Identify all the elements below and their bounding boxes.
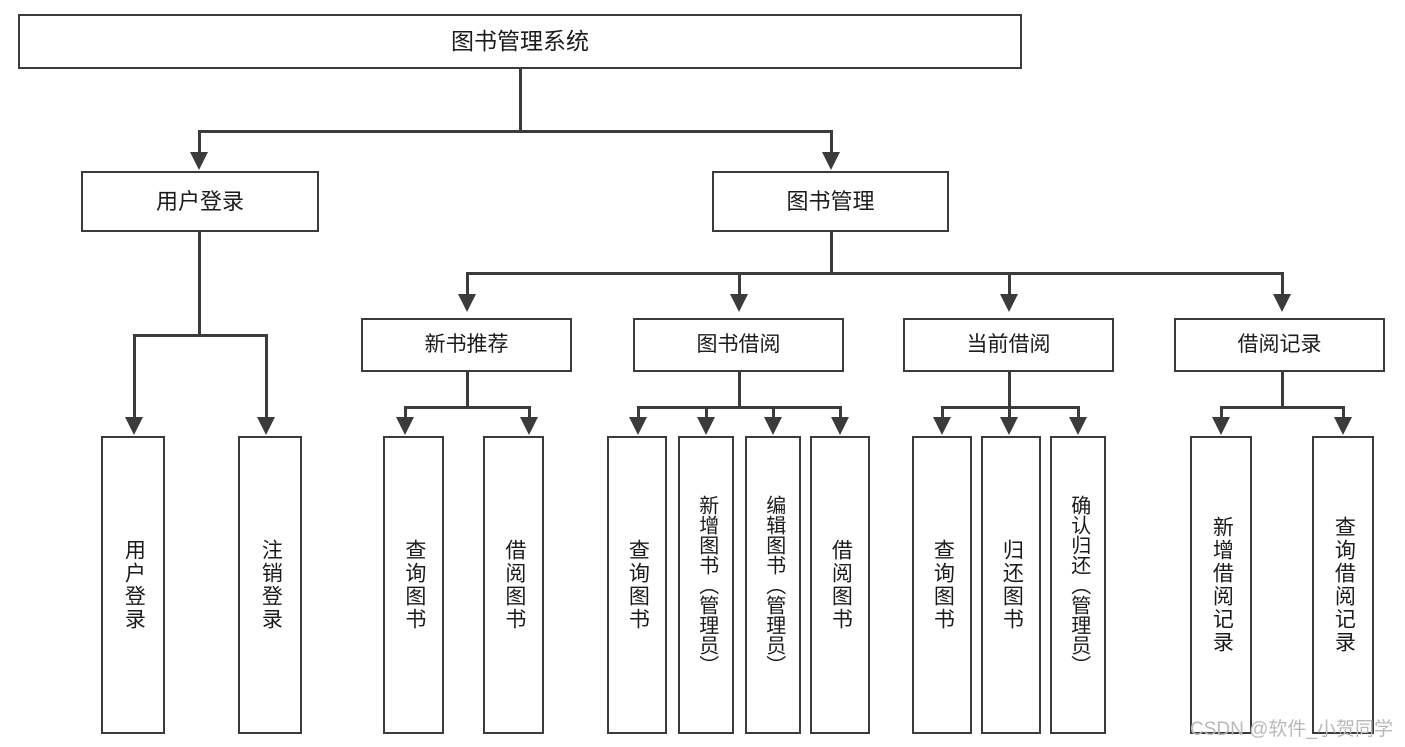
connector-to-leaf-logout bbox=[265, 334, 268, 419]
connector-level2-bus bbox=[466, 272, 1284, 275]
connector-user-login-stem bbox=[198, 232, 201, 336]
connector-new-book-rec-stem bbox=[466, 372, 469, 408]
node-book-management[interactable]: 图书管理 bbox=[712, 171, 949, 232]
connector-borrow-record-stem bbox=[1281, 372, 1284, 408]
connector-cb-child-2 bbox=[1008, 406, 1011, 420]
arrowhead-cb-child-1 bbox=[933, 417, 951, 435]
arrowhead-current-borrow bbox=[1000, 294, 1018, 312]
connector-nbr-child-1 bbox=[404, 406, 407, 420]
connector-book-borrow-stem bbox=[738, 372, 741, 408]
arrowhead-book-borrow bbox=[730, 294, 748, 312]
node-root-library-system[interactable]: 图书管理系统 bbox=[18, 14, 1022, 69]
arrowhead-bb-child-1 bbox=[629, 417, 647, 435]
arrowhead-leaf-logout bbox=[257, 417, 275, 435]
arrowhead-nbr-child-2 bbox=[520, 417, 538, 435]
leaf-logout[interactable]: 注销登录 bbox=[238, 436, 302, 734]
arrowhead-bb-child-3 bbox=[764, 417, 782, 435]
connector-cb-child-1 bbox=[941, 406, 944, 420]
leaf-confirm-return-admin[interactable]: 确认归还（管理员） bbox=[1050, 436, 1106, 734]
leaf-return-books[interactable]: 归还图书 bbox=[981, 436, 1041, 734]
connector-to-new-book-rec bbox=[466, 272, 469, 296]
connector-book-borrow-bus bbox=[637, 406, 841, 409]
arrowhead-bb-child-2 bbox=[697, 417, 715, 435]
arrowhead-bb-child-4 bbox=[831, 417, 849, 435]
connector-cb-child-3 bbox=[1077, 406, 1080, 420]
arrowhead-cb-child-3 bbox=[1069, 417, 1087, 435]
connector-bb-child-3 bbox=[772, 406, 775, 420]
leaf-edit-book-admin[interactable]: 编辑图书（管理员） bbox=[745, 436, 801, 734]
connector-to-borrow-record bbox=[1281, 272, 1284, 296]
connector-level1-bus bbox=[198, 130, 832, 133]
node-new-book-recommendation[interactable]: 新书推荐 bbox=[361, 318, 572, 372]
node-borrowing-records[interactable]: 借阅记录 bbox=[1174, 318, 1385, 372]
connector-borrow-record-bus bbox=[1220, 406, 1344, 409]
leaf-add-borrow-record[interactable]: 新增借阅记录 bbox=[1190, 436, 1252, 734]
arrowhead-borrow-record bbox=[1273, 294, 1291, 312]
connector-br-child-1 bbox=[1220, 406, 1223, 420]
leaf-borrow-books-recommendation[interactable]: 借阅图书 bbox=[483, 436, 544, 734]
arrowhead-br-child-2 bbox=[1334, 417, 1352, 435]
leaf-query-books-borrowing[interactable]: 查询图书 bbox=[607, 436, 667, 734]
leaf-user-login[interactable]: 用户登录 bbox=[101, 436, 165, 734]
node-current-borrowing[interactable]: 当前借阅 bbox=[903, 318, 1114, 372]
connector-bb-child-2 bbox=[705, 406, 708, 420]
connector-to-current-borrow bbox=[1008, 272, 1011, 296]
leaf-query-books-recommendation[interactable]: 查询图书 bbox=[383, 436, 444, 734]
leaf-query-borrow-record[interactable]: 查询借阅记录 bbox=[1312, 436, 1374, 734]
arrowhead-nbr-child-1 bbox=[396, 417, 414, 435]
arrowhead-leaf-user-login bbox=[125, 417, 143, 435]
connector-to-user-login bbox=[198, 130, 201, 154]
arrowhead-br-child-1 bbox=[1212, 417, 1230, 435]
connector-new-book-rec-bus bbox=[404, 406, 530, 409]
leaf-query-books-current[interactable]: 查询图书 bbox=[912, 436, 972, 734]
connector-user-login-bus bbox=[133, 334, 267, 337]
connector-to-leaf-user-login bbox=[133, 334, 136, 419]
arrowhead-new-book-rec bbox=[458, 294, 476, 312]
leaf-borrow-books-borrowing[interactable]: 借阅图书 bbox=[810, 436, 870, 734]
connector-nbr-child-2 bbox=[528, 406, 531, 420]
arrowhead-cb-child-2 bbox=[1000, 417, 1018, 435]
connector-to-book-manage bbox=[830, 130, 833, 154]
connector-bb-child-4 bbox=[839, 406, 842, 420]
node-user-login[interactable]: 用户登录 bbox=[81, 171, 319, 232]
connector-bb-child-1 bbox=[637, 406, 640, 420]
arrowhead-book-manage bbox=[822, 152, 840, 170]
connector-br-child-2 bbox=[1342, 406, 1345, 420]
connector-current-borrow-stem bbox=[1008, 372, 1011, 408]
leaf-add-book-admin[interactable]: 新增图书（管理员） bbox=[678, 436, 734, 734]
connector-book-manage-stem bbox=[830, 232, 833, 274]
connector-root-stem bbox=[519, 69, 522, 132]
connector-to-book-borrow bbox=[738, 272, 741, 296]
arrowhead-user-login bbox=[190, 152, 208, 170]
node-book-borrowing[interactable]: 图书借阅 bbox=[633, 318, 844, 372]
csdn-watermark: CSDN @软件_小贺同学 bbox=[1190, 719, 1393, 740]
